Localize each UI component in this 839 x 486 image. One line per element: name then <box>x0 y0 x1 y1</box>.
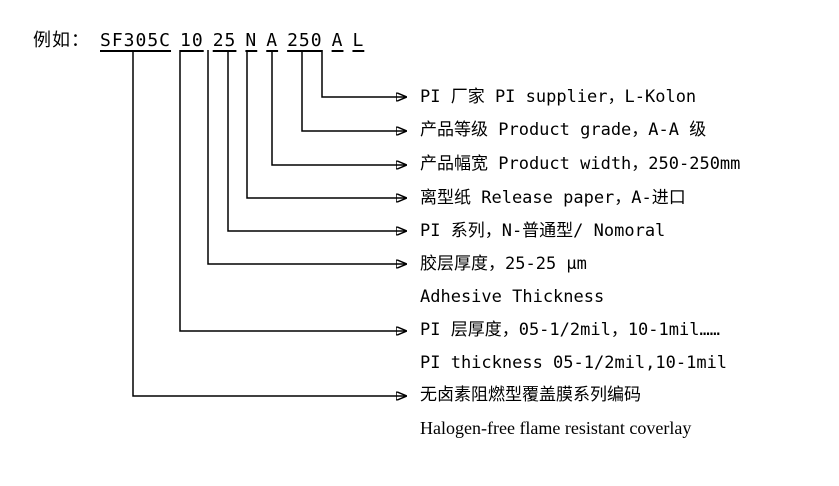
code-segment-grade: A <box>331 30 344 51</box>
explanation-label: 产品等级 Product grade，A-A 级 <box>420 120 707 140</box>
explanation-label: PI 层厚度，05-1/2mil，10-1mil…… <box>420 320 720 340</box>
explanation-row-supplier: PI 厂家 PI supplier，L-Kolon <box>420 81 696 114</box>
connector-pi-series <box>227 50 406 231</box>
code-segment-pi-series: N <box>245 30 258 51</box>
example-prefix: 例如： <box>33 30 90 51</box>
explanation-label: PI 系列，N-普通型/ Nomoral <box>420 221 666 241</box>
connector-pi-thickness <box>179 50 406 331</box>
explanation-row-adhesive: 胶层厚度，25-25 μm Adhesive Thickness <box>420 248 604 314</box>
explanation-row-pi-thickness: PI 层厚度，05-1/2mil，10-1mil…… PI thickness … <box>420 314 727 380</box>
explanation-label: PI 厂家 PI supplier，L-Kolon <box>420 87 697 107</box>
explanation-sublabel: Halogen-free flame resistant coverlay <box>420 418 692 438</box>
code-segment-series: SF305C <box>100 30 172 51</box>
code-segment-supplier: L <box>352 30 365 51</box>
explanation-label: 胶层厚度，25-25 μm <box>420 254 587 274</box>
connector-series-code <box>132 50 406 396</box>
connector-adhesive <box>207 50 406 264</box>
code-segment-release-paper: A <box>266 30 279 51</box>
explanation-row-grade: 产品等级 Product grade，A-A 级 <box>420 114 706 147</box>
explanation-sublabel: Adhesive Thickness <box>420 287 605 307</box>
explanation-row-series-code: 无卤素阻燃型覆盖膜系列编码 Halogen-free flame resista… <box>420 379 691 445</box>
code-segment-width: 250 <box>287 30 323 51</box>
connector-supplier <box>321 50 406 97</box>
explanation-row-pi-series: PI 系列，N-普通型/ Nomoral <box>420 215 665 248</box>
code-segment-adhesive: 25 <box>212 30 237 51</box>
explanation-row-release-paper: 离型纸 Release paper，A-进口 <box>420 182 686 215</box>
connector-width <box>271 50 406 165</box>
explanation-label: 离型纸 Release paper，A-进口 <box>420 188 686 208</box>
code-example-line: 例如： SF305C 10 25 N A 250 A L <box>33 26 373 52</box>
connector-release-paper <box>246 50 406 198</box>
explanation-sublabel: PI thickness 05-1/2mil,10-1mil <box>420 353 728 373</box>
explanation-row-width: 产品幅宽 Product width，250-250mm <box>420 148 740 181</box>
explanation-label: 产品幅宽 Product width，250-250mm <box>420 154 741 174</box>
code-segment-pi-thickness: 10 <box>180 30 204 51</box>
connector-grade <box>301 50 406 131</box>
explanation-label: 无卤素阻燃型覆盖膜系列编码 <box>420 385 641 405</box>
